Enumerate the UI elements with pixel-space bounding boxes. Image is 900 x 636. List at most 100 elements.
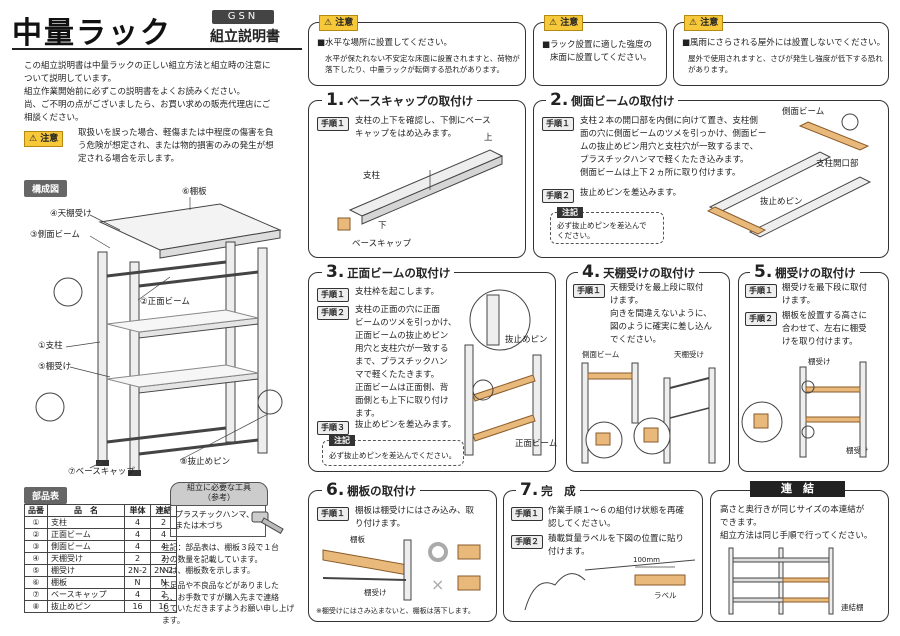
step-3-proc-3: 手順３ [317, 421, 349, 435]
parts-note: 注記：部品表は、棚板３段で１台分の数量を記載しています。Ｎは、棚板数を示します。 [162, 543, 279, 575]
warning-triangle-icon: ⚠ [29, 134, 38, 144]
step-4-proc-1: 手順１ [573, 284, 605, 298]
step-7-title: 7. 完 成 [516, 480, 580, 500]
callout-front-beam: ②正面ビーム [140, 297, 190, 307]
step-2-title: 2. 側面ビームの取付け [546, 90, 679, 110]
step-2-proc-2: 手順２ [542, 189, 574, 203]
step-1-label-down: 下 [378, 221, 387, 231]
step-7-illustration [524, 559, 696, 611]
warning-triangle-icon: ⚠ [324, 18, 333, 28]
step-5-text-2: 棚板を設置する高さに合わせて、左右に棚受けを取り付けます。 [782, 311, 868, 347]
step-5-text-1: 棚受けを最下段に取付けます。 [782, 283, 868, 306]
callout-base-cap: ⑦ベースキャップ [68, 467, 135, 477]
step-7-text-1: 作業手順１～６の組付け状態を再確認してください。 [548, 506, 685, 529]
side-warning-text: 取扱いを誤った場合、軽傷または中程度の傷害を負 う危険が想定され、または物的損害… [78, 128, 274, 164]
step-1-title: 1. ベースキャップの取付け [322, 90, 478, 110]
step-2-text-2: 抜止めピンを差込みます。 [580, 188, 682, 198]
step-2-label-pin: 抜止めピン [760, 197, 803, 207]
step-7-proc-1: 手順１ [511, 507, 543, 521]
step-3-front-beam-illustration [464, 289, 542, 456]
step-6-label-support: 棚受け [364, 588, 387, 597]
structure-diagram-label: 構成図 [24, 180, 68, 197]
step-5-proc-2: 手順２ [745, 312, 777, 326]
title-rule [12, 48, 302, 50]
rack-structure-diagram [35, 197, 283, 476]
step-5-proc-1: 手順１ [745, 284, 777, 298]
warning-triangle-icon: ⚠ [689, 18, 698, 28]
callout-stopper-pin: ⑧抜止めピン [180, 457, 231, 467]
step-5-title: 5. 棚受けの取付け [750, 262, 860, 282]
step-3-label-front-beam: 正面ビーム [515, 439, 558, 449]
step-2-label-opening: 支柱開口部 [816, 159, 859, 169]
page-title: 中量ラック [12, 16, 172, 51]
step-6-proc-1: 手順１ [317, 507, 349, 521]
step-5-label-support-bottom: 棚受け [846, 446, 869, 455]
step-4-label-top-support: 天棚受け [674, 350, 704, 359]
caution-box-outdoor: ⚠ 注意 ■風雨にさらされる屋外には設置しないでください。 屋外で使用されますと… [673, 15, 889, 86]
step-3-text-2: 支柱の正面の穴に正面ビームのツメを引っかけ、正面ビームの抜止めピン用穴と支柱穴が… [355, 305, 457, 419]
tools-header: 組立に必要な工具（参考） [170, 482, 268, 506]
callout-shelf-support: ⑤棚受け [38, 362, 72, 372]
step-7-text-2: 積載質量ラベルを下図の位置に貼り付けます。 [548, 534, 685, 557]
step-4-illustration [581, 362, 716, 464]
caution-box-floor-strength: ⚠ 注意 ■ラック設置に適した強度の 床面に設置してください。 [533, 15, 667, 86]
callout-post: ①支柱 [38, 341, 63, 351]
step-6-label-shelf: 棚板 [350, 535, 365, 544]
step-3-text-3: 抜止めピンを差込みます。 [355, 420, 457, 430]
step-6-title: 6. 棚板の取付け [322, 480, 421, 500]
step-3-note-box: 注記 必ず抜止めピンを差込んでください。 [322, 435, 464, 466]
step-2-note-box: 注記 必ず抜止めピンを差込んでください。 [550, 207, 664, 244]
step-3-text-1: 支柱枠を起こします。 [355, 287, 440, 297]
step-2-label-side-beam: 側面ビーム [782, 107, 825, 117]
step-2-text-1: 支柱２本の開口部を内側に向けて置き、支柱側面の穴に側面ビームのツメを引っかけ、側… [580, 116, 767, 178]
callout-shelf: ⑥棚板 [182, 187, 207, 197]
intro-text: この組立説明書は中量ラックの正しい組立方法と組立時の注意に ついて説明しています… [24, 61, 271, 123]
step-3-title: 3. 正面ビームの取付け [322, 262, 455, 282]
step-6-text: 棚板は棚受けにはさみ込み、取り付けます。 [355, 506, 475, 529]
step-3-label-pin: 抜止めピン [505, 335, 548, 345]
step-1-label-base-cap: ベースキャップ [352, 239, 412, 249]
shortage-note: 不足品や不良品などがありましたら、お手数ですが購入先まで連絡していただきますよう… [162, 581, 295, 625]
warning-triangle-icon: ⚠ [549, 18, 558, 28]
step-2-side-beam-illustration [706, 113, 872, 238]
step-1-proc-1: 手順１ [317, 117, 349, 131]
step-2-proc-1: 手順１ [542, 117, 574, 131]
table-header-row: 品番品 名単体連結 [24, 504, 178, 517]
hammer-icon [251, 511, 284, 535]
connection-illustration [728, 547, 834, 615]
caution-box-level-floor: ⚠ 注意 ■水平な場所に設置してください。 水平が保たれない不安定な床面に設置さ… [308, 15, 526, 86]
callout-top-shelf-support: ④天棚受け [50, 209, 92, 219]
connection-title: 連 結 [750, 481, 845, 497]
parts-list-label: 部品表 [24, 487, 68, 504]
step-2-box [533, 100, 889, 258]
step-1-label-up: 上 [484, 133, 493, 143]
step-7-label-label: ラベル [654, 591, 677, 600]
step-1-post-illustration [337, 149, 504, 231]
svg-text:×: × [431, 575, 444, 594]
step-3-proc-2: 手順２ [317, 306, 349, 320]
step-5-illustration [741, 361, 867, 458]
side-warning-badge: ⚠ 注意 [24, 131, 64, 147]
step-6-illustration: × [322, 539, 481, 601]
step-6-footnote: ※棚受けにはさみ込まないと、棚板は落下します。 [316, 607, 475, 615]
step-4-text: 天棚受けを最上段に取付けます。向きを間違えないように、図のように確実に差し込んで… [610, 283, 713, 345]
step-1-label-post: 支柱 [363, 171, 381, 181]
connection-text: 高さと奥行きが同じサイズの本連結ができます。組立方法は同じ手順で行ってください。 [720, 505, 873, 541]
connection-label: 連結棚 [841, 603, 864, 612]
callout-side-beam: ③側面ビーム [30, 230, 80, 240]
page-subtitle: 組立説明書 [210, 29, 280, 45]
step-7-label-100mm: 100mm [633, 556, 660, 564]
step-4-label-side-beam: 側面ビーム [582, 350, 620, 359]
step-4-title: 4. 天棚受けの取付け [578, 262, 700, 282]
series-badge: GSN [212, 10, 274, 24]
step-5-label-support-top: 棚受け [808, 357, 831, 366]
